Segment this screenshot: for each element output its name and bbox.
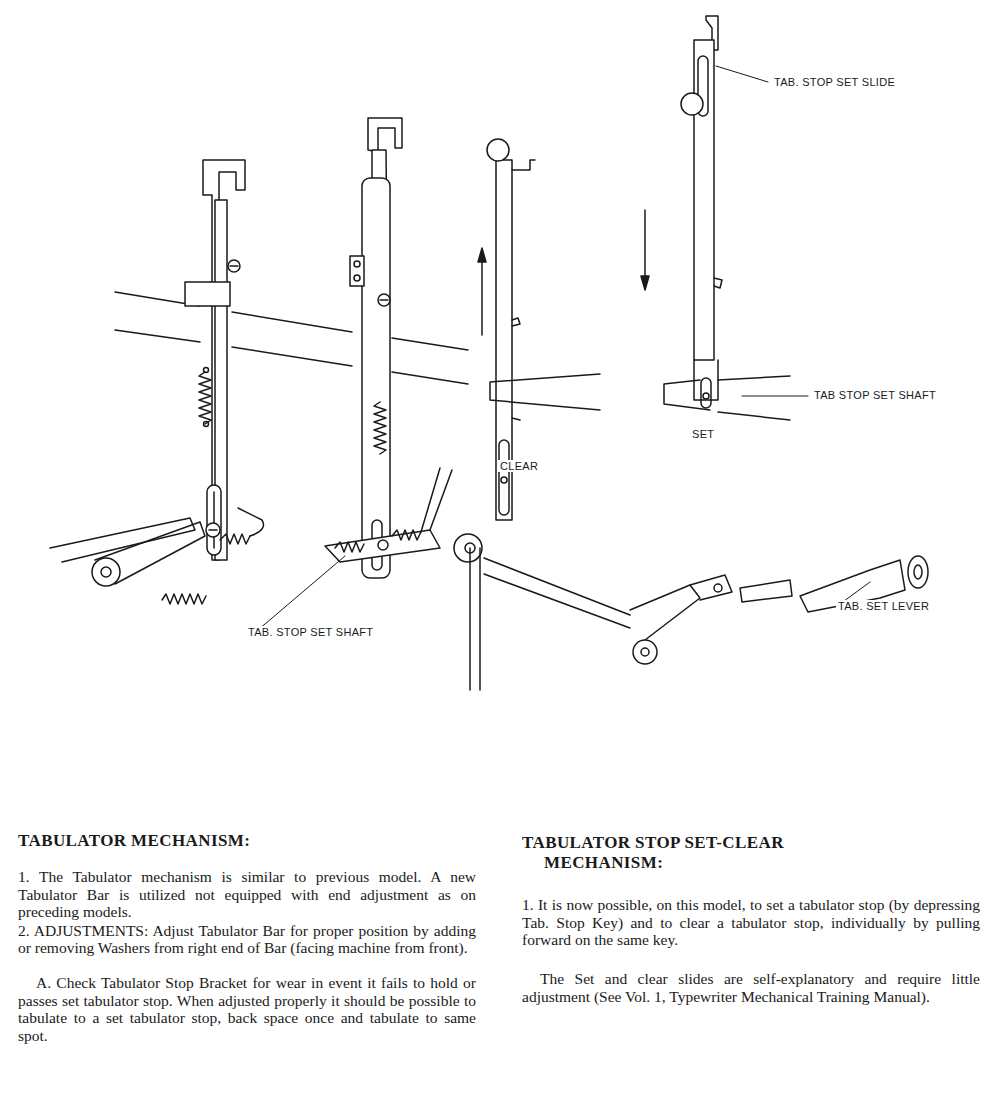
body-paragraph: The Set and clear slides are self-explan… [522, 970, 980, 1005]
part-label: CLEAR [498, 460, 540, 472]
body-paragraph: 2. ADJUSTMENTS: Adjust Tabulator Bar for… [18, 922, 476, 957]
part-label: TAB STOP SET SHAFT [812, 389, 938, 401]
tabulator-bar [115, 292, 468, 384]
tab-stop-unit-middle [325, 118, 452, 578]
part-label: TAB. STOP SET SHAFT [246, 626, 375, 638]
section-heading: TABULATOR MECHANISM: [18, 831, 478, 851]
body-paragraph: A. Check Tabulator Stop Bracket for wear… [18, 974, 476, 1044]
clear-slide [478, 139, 600, 520]
part-label: SET [690, 428, 716, 440]
leader-lines [258, 66, 870, 630]
tab-stop-unit-left [50, 160, 264, 604]
part-label: TAB. STOP SET SLIDE [772, 76, 897, 88]
body-paragraph: 1. It is now possible, on this model, to… [522, 896, 980, 949]
section-heading: TABULATOR STOP SET-CLEAR MECHANISM: [522, 833, 894, 873]
part-label: TAB. SET LEVER [836, 600, 931, 612]
tab-set-linkage [454, 534, 928, 690]
set-slide [641, 16, 790, 420]
body-paragraph: 1. The Tabulator mechanism is similar to… [18, 868, 476, 921]
